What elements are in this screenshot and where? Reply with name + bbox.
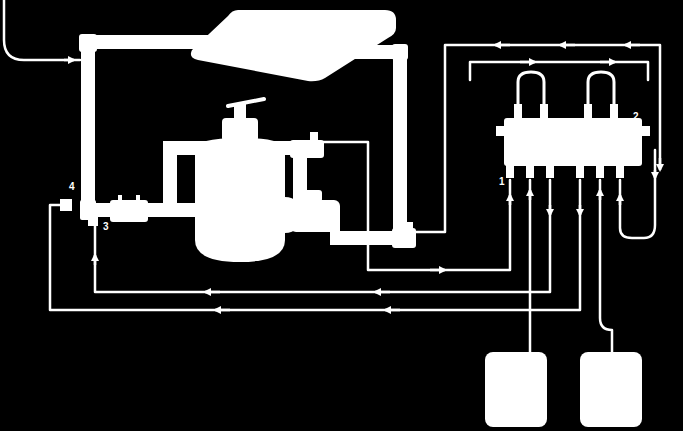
control-unit [496,72,650,178]
flow-arrows [64,45,660,310]
thin-lines [4,0,660,352]
callout-number: 4 [69,182,75,192]
chemical-tanks [485,352,642,427]
heater [110,195,148,222]
sand-filter [195,99,285,262]
callout-number: 3 [103,222,109,232]
pump [267,190,340,245]
callout-number: 2 [633,112,639,122]
callout-number: 1 [499,177,505,187]
